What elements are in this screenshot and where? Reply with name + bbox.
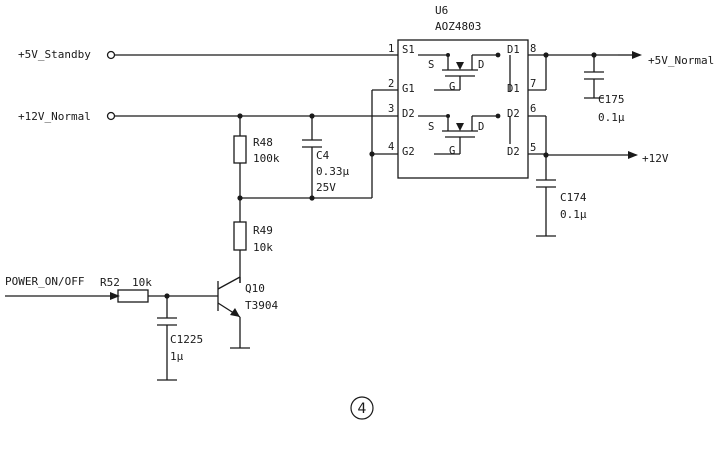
pin-num-1: 1 [388, 43, 394, 55]
c174-value: 0.1μ [560, 208, 587, 221]
pin-num-4: 4 [388, 141, 394, 153]
net-label-12v-normal: +12V_Normal [18, 110, 91, 123]
pin-num-5: 5 [530, 142, 536, 154]
r48-value: 100k [253, 152, 280, 165]
figure-number: 4 [350, 396, 374, 420]
mosfet-1: S D G [418, 52, 501, 93]
junction-gate [369, 151, 375, 157]
resistor-r52: R52 10k [100, 276, 152, 303]
capacitor-c175: C175 0.1μ [584, 71, 625, 124]
junction-c4-top [309, 113, 315, 119]
c175-ref: C175 [598, 93, 625, 106]
junction-c175 [591, 52, 597, 58]
fet1-drain-label: D [478, 59, 484, 71]
c1225-value: 1μ [170, 350, 184, 363]
pin-num-8: 8 [530, 43, 536, 55]
ic-ref: U6 [435, 4, 448, 17]
c1225-ref: C1225 [170, 333, 203, 346]
c175-value: 0.1μ [598, 111, 625, 124]
q10-part: T3904 [245, 299, 278, 312]
junction-pin8 [543, 52, 549, 58]
r48-ref: R48 [253, 136, 273, 149]
c4-value: 0.33μ [316, 165, 349, 178]
r49-value: 10k [253, 241, 273, 254]
pin-name-g1: G1 [402, 83, 415, 95]
pin-num-6: 6 [530, 103, 536, 115]
arrow-5v-normal [632, 51, 642, 59]
fet1-source-label: S [428, 59, 434, 71]
c174-ref: C174 [560, 191, 587, 204]
figure-number-label: 4 [358, 401, 367, 417]
transistor-q10: Q10 T3904 [217, 276, 278, 349]
r52-value: 10k [132, 276, 152, 289]
ic-u6: U6 AOZ4803 1 2 3 4 5 6 7 8 S1 G1 D2 G2 D… [388, 4, 536, 179]
junction-r48 [237, 113, 243, 119]
junction-c4-bottom [309, 195, 315, 201]
capacitor-c1225: C1225 1μ [157, 296, 203, 381]
fet2-gate-label: G [449, 145, 455, 157]
fet2-drain-label: D [478, 121, 484, 133]
resistor-r49: R49 10k [233, 221, 273, 254]
junction-r48-bottom [237, 195, 243, 201]
fet2-source-label: S [428, 121, 434, 133]
pin-name-d2-6: D2 [507, 108, 520, 120]
ic-body [397, 39, 529, 179]
terminal-12v-normal [106, 111, 116, 121]
pin-name-d2-5: D2 [507, 146, 520, 158]
q10-ref: Q10 [245, 282, 265, 295]
c4-voltage: 25V [316, 181, 336, 194]
pin-num-3: 3 [388, 103, 394, 115]
pin-name-d1-8: D1 [507, 44, 520, 56]
fet1-gate-label: G [449, 81, 455, 93]
ic-part-number: AOZ4803 [435, 20, 481, 33]
r49-ref: R49 [253, 224, 273, 237]
r52-ref: R52 [100, 276, 120, 289]
net-label-5v-standby: +5V_Standby [18, 48, 91, 61]
capacitor-c174: C174 0.1μ [536, 179, 587, 237]
arrow-12v-out [628, 151, 638, 159]
pin-num-2: 2 [388, 78, 394, 90]
pin-num-7: 7 [530, 78, 536, 90]
junction-12v [543, 152, 549, 158]
pin-name-d1-7: D1 [507, 83, 520, 95]
capacitor-c4: C4 0.33μ 25V [302, 139, 349, 194]
c4-ref: C4 [316, 149, 330, 162]
resistor-r48: R48 100k [233, 135, 280, 165]
mosfet-2: S D G [418, 113, 501, 157]
net-label-5v-normal: +5V_Normal [648, 54, 714, 67]
arrow-power-on-off [110, 292, 120, 300]
pin-name-g2: G2 [402, 146, 415, 158]
pin-name-d2-3: D2 [402, 108, 415, 120]
pin-name-s1: S1 [402, 44, 415, 56]
net-label-power-on-off: POWER_ON/OFF [5, 275, 84, 288]
terminal-5v-standby [106, 50, 116, 60]
net-label-12v-out: +12V [642, 152, 669, 165]
